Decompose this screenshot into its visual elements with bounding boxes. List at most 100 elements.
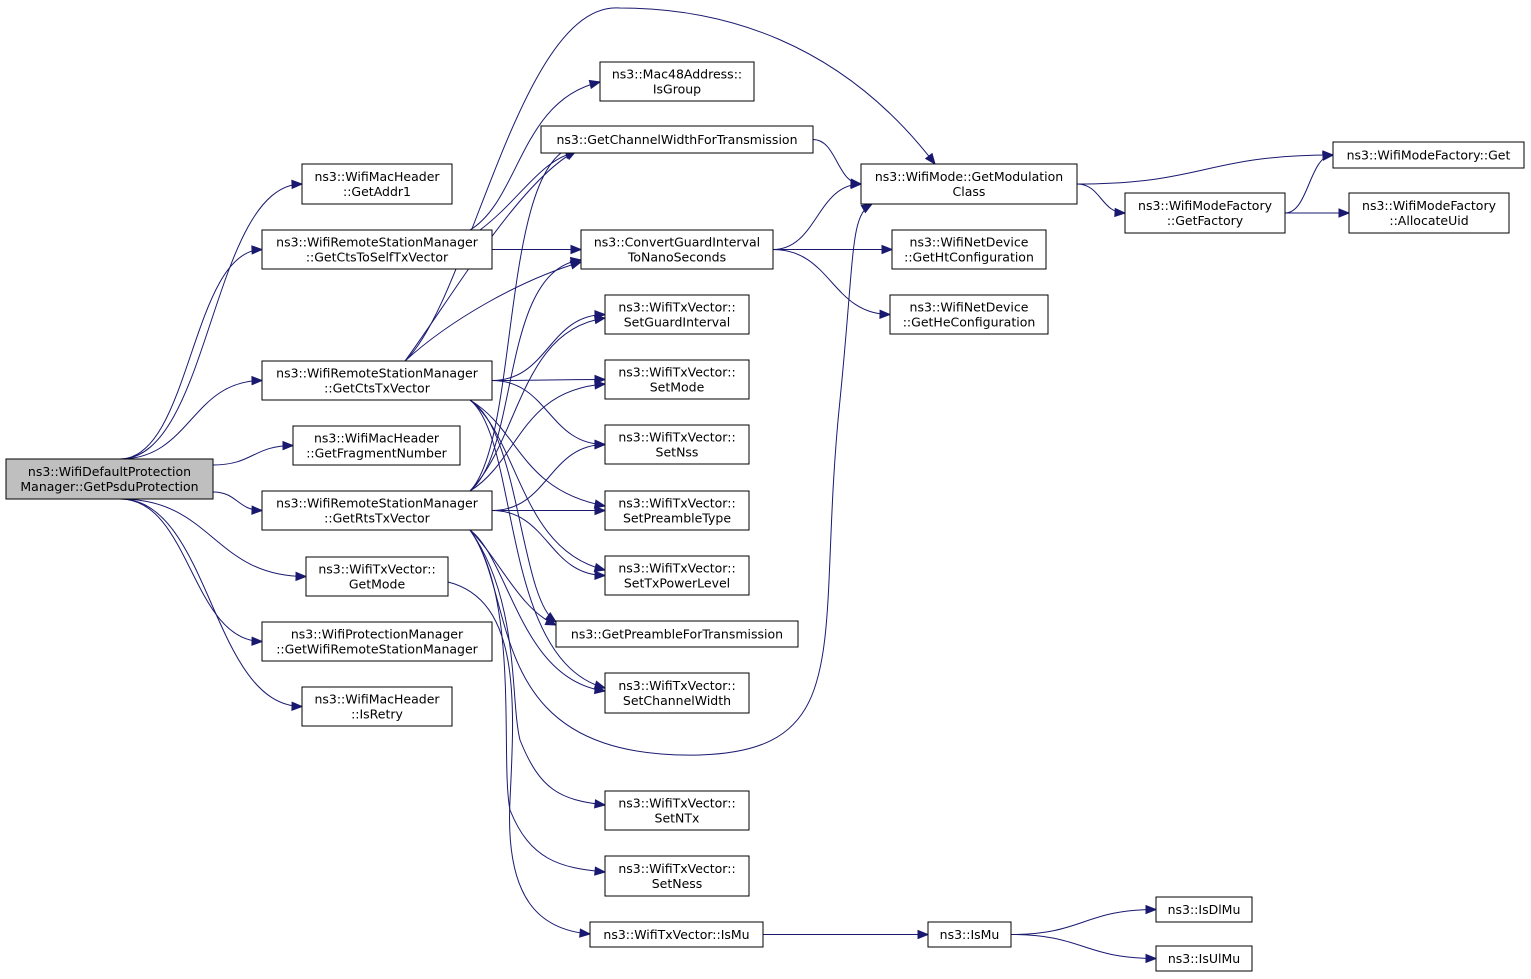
edge-getmode-to-txismu <box>447 581 592 938</box>
node-setchwidth[interactable]: ns3::WifiTxVector::SetChannelWidth <box>604 672 750 714</box>
node-getaddr1[interactable]: ns3::WifiMacHeader::GetAddr1 <box>301 163 453 205</box>
node-getht[interactable]: ns3::WifiNetDevice::GetHtConfiguration <box>891 229 1047 270</box>
nodes-layer: ns3::WifiDefaultProtectionManager::GetPs… <box>5 61 1525 972</box>
node-box <box>292 425 461 466</box>
node-label: GetMode <box>349 577 406 592</box>
node-getmode[interactable]: ns3::WifiTxVector::GetMode <box>305 556 449 597</box>
node-label: ns3::WifiNetDevice <box>910 300 1029 315</box>
node-setntx[interactable]: ns3::WifiTxVector::SetNTx <box>604 790 750 831</box>
node-fragnum[interactable]: ns3::WifiMacHeader::GetFragmentNumber <box>292 425 461 466</box>
edge-line <box>469 399 606 507</box>
node-setpreamble[interactable]: ns3::WifiTxVector::SetPreambleType <box>604 490 750 531</box>
node-label: SetTxPowerLevel <box>624 576 730 591</box>
node-setnss[interactable]: ns3::WifiTxVector::SetNss <box>604 424 750 465</box>
arrowhead <box>594 439 607 450</box>
node-label: ::GetHtConfiguration <box>904 250 1034 265</box>
node-box <box>604 424 750 465</box>
edge-rtstx-to-getpreamble <box>469 529 558 626</box>
arrowhead <box>879 309 892 320</box>
node-ismu[interactable]: ns3::IsMu <box>927 921 1012 948</box>
edge-line <box>119 498 263 642</box>
node-label: ns3::GetPreambleForTransmission <box>571 627 783 642</box>
node-label: ns3::IsMu <box>940 927 1000 942</box>
edge-rtstx-to-convgi <box>469 256 583 492</box>
node-alloc[interactable]: ns3::WifiModeFactory::AllocateUid <box>1348 192 1510 234</box>
node-setgi[interactable]: ns3::WifiTxVector::SetGuardInterval <box>604 294 750 335</box>
node-label: ns3::WifiTxVector:: <box>318 562 435 577</box>
node-label: ns3::WifiModeFactory <box>1362 198 1497 213</box>
edge-line <box>119 183 303 460</box>
node-box <box>301 163 453 205</box>
node-label: ns3::WifiTxVector:: <box>618 365 735 380</box>
node-root: ns3::WifiDefaultProtectionManager::GetPs… <box>5 458 214 500</box>
edge-convgi-to-gethe <box>772 249 892 320</box>
node-settxpower[interactable]: ns3::WifiTxVector::SetTxPowerLevel <box>604 555 750 596</box>
arrowhead <box>593 314 607 325</box>
node-getfactory[interactable]: ns3::WifiModeFactory::GetFactory <box>1124 192 1286 234</box>
node-label: ns3::WifiMacHeader <box>314 169 440 184</box>
edge-line <box>469 81 601 231</box>
edge-root-to-ctstx <box>119 375 264 460</box>
node-setness[interactable]: ns3::WifiTxVector::SetNess <box>604 855 750 897</box>
node-chwidth[interactable]: ns3::GetChannelWidthForTransmission <box>540 125 814 154</box>
node-isulmu[interactable]: ns3::IsUlMu <box>1155 945 1253 972</box>
node-ctsself[interactable]: ns3::WifiRemoteStationManager::GetCtsToS… <box>261 229 493 270</box>
node-box <box>604 555 750 596</box>
node-label: ns3::GetChannelWidthForTransmission <box>556 132 797 147</box>
edge-ctsself-to-isgroup <box>469 79 602 231</box>
node-rtstx[interactable]: ns3::WifiRemoteStationManager::GetRtsTxV… <box>261 490 493 531</box>
node-label: ns3::WifiTxVector:: <box>618 561 735 576</box>
edge-ctstx-to-setgi <box>491 309 607 381</box>
edge-line <box>469 399 606 689</box>
node-getwrsm[interactable]: ns3::WifiProtectionManager::GetWifiRemot… <box>261 621 493 662</box>
edge-line <box>212 445 294 466</box>
arrowhead <box>881 244 894 255</box>
arrowhead <box>850 179 863 190</box>
node-box <box>604 855 750 897</box>
node-box <box>261 360 493 401</box>
node-label: ns3::WifiDefaultProtection <box>28 464 191 479</box>
node-label: ns3::WifiRemoteStationManager <box>276 496 479 511</box>
node-getpreamble[interactable]: ns3::GetPreambleForTransmission <box>555 620 799 648</box>
node-ctstx[interactable]: ns3::WifiRemoteStationManager::GetCtsTxV… <box>261 360 493 401</box>
node-label: ::GetAddr1 <box>343 184 411 199</box>
node-gethe[interactable]: ns3::WifiNetDevice::GetHeConfiguration <box>889 294 1049 335</box>
arrowhead <box>917 929 930 940</box>
arrowhead <box>1322 151 1335 161</box>
node-box <box>580 229 774 270</box>
node-label: ns3::WifiMacHeader <box>314 431 440 446</box>
node-box <box>1155 896 1253 923</box>
arrowhead <box>544 616 558 626</box>
edge-line <box>469 203 873 756</box>
node-box <box>604 294 750 335</box>
node-label: ns3::WifiModeFactory::Get <box>1347 148 1511 163</box>
node-isgroup[interactable]: ns3::Mac48Address::IsGroup <box>599 61 755 102</box>
node-label: ns3::WifiTxVector::IsMu <box>603 927 749 942</box>
node-setmode[interactable]: ns3::WifiTxVector::SetMode <box>604 359 750 400</box>
node-factget[interactable]: ns3::WifiModeFactory::Get <box>1332 141 1525 169</box>
arrowhead <box>594 505 607 516</box>
node-box <box>305 556 449 597</box>
node-label: ns3::WifiTxVector:: <box>618 861 735 876</box>
node-txismu[interactable]: ns3::WifiTxVector::IsMu <box>589 921 764 948</box>
arrowhead <box>588 79 602 90</box>
edge-rtstx-to-settxpower <box>491 510 607 581</box>
edge-rtstx-to-setntx <box>469 529 607 809</box>
arrowhead <box>594 570 607 581</box>
node-isretry[interactable]: ns3::WifiMacHeader::IsRetry <box>301 686 453 727</box>
node-label: SetNess <box>652 876 703 891</box>
edge-getfactory-to-alloc <box>1285 208 1351 218</box>
edge-convgi-to-getht <box>773 244 894 255</box>
node-box <box>589 921 764 948</box>
node-label: SetMode <box>650 380 705 395</box>
arrowhead <box>251 375 264 386</box>
edge-getfactory-to-factget <box>1284 151 1335 214</box>
node-isdlmu[interactable]: ns3::IsDlMu <box>1155 896 1253 923</box>
edge-line <box>447 581 591 935</box>
node-box <box>927 921 1012 948</box>
edge-rtstx-to-setgi <box>469 314 607 492</box>
edge-root-to-rtstx <box>212 491 264 515</box>
node-label: ToNanoSeconds <box>627 250 726 265</box>
